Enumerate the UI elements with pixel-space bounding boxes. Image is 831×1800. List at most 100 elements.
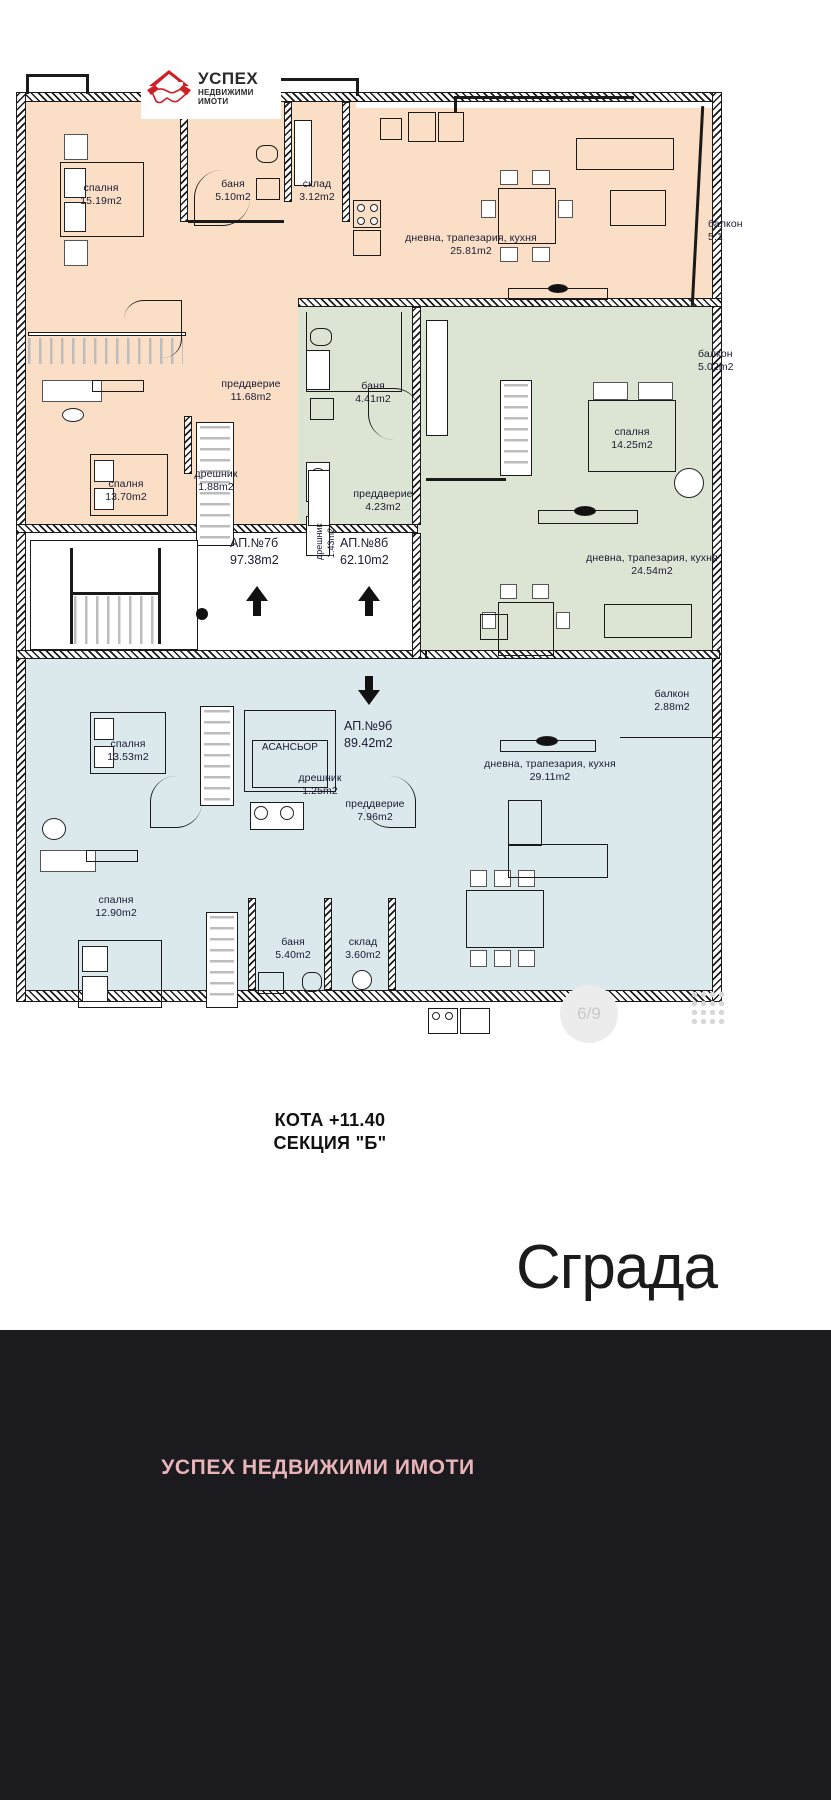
room-area: 5.02m2 — [698, 360, 734, 373]
arrow-down-9b[interactable] — [358, 690, 380, 705]
room-area: 15.19m2 — [80, 194, 122, 207]
room-area: 13.70m2 — [105, 490, 147, 503]
bed-1425-pillow-1 — [593, 382, 628, 400]
door-hall-796-b — [364, 776, 416, 828]
room-area: 5.1 — [708, 230, 723, 243]
kitchen-counter-1 — [353, 230, 381, 256]
wall-bath-540-left — [248, 898, 256, 990]
footer-bar — [0, 1330, 831, 1800]
bed-1290-pillow-1 — [82, 946, 108, 972]
bed-1353-pillow-1 — [94, 718, 114, 740]
bed-1370-pillow-1 — [94, 460, 114, 482]
zone-apartment-9b — [16, 658, 720, 998]
logo-text: УСПЕХ НЕДВИЖИМИ ИМОТИ — [198, 70, 258, 106]
building-heading: Сграда — [516, 1233, 718, 1302]
outline-step-a — [26, 74, 88, 77]
house-handshake-icon — [145, 68, 193, 108]
room-name: спалня — [98, 894, 134, 906]
chair-1d — [532, 247, 550, 262]
room-label-store-360: склад 3.60m2 — [330, 936, 396, 962]
arrow-stem-3 — [365, 676, 373, 694]
arrow-stem-2 — [365, 598, 373, 616]
floor-plan-canvas: спалня 15.19m2 баня 5.10m2 склад 3.12m2 — [8, 50, 743, 1302]
wall-bath-540-right — [324, 898, 332, 990]
bed-1353-frame — [90, 712, 166, 774]
room-label-bedroom-1353: спалня 13.53m2 — [68, 738, 188, 764]
wall-hall-423 — [426, 478, 506, 481]
chair-2d — [556, 612, 570, 629]
chair-2c — [482, 612, 496, 629]
room-label-wardrobe-143-area: 1.43m2 — [326, 527, 336, 558]
room-label-bath-510: баня 5.10m2 — [193, 178, 273, 204]
chair-1c — [500, 247, 518, 262]
room-label-bedroom-1425: спалня 14.25m2 — [570, 426, 694, 452]
room-name: баня — [221, 178, 245, 190]
tv-1 — [548, 284, 568, 293]
toilet-3 — [302, 972, 322, 992]
outline-step-g — [454, 96, 457, 112]
dining-table-3 — [466, 890, 544, 948]
room-area: 3.60m2 — [345, 948, 381, 961]
apartment-label-9b: АП.№9б 89.42m2 — [344, 718, 393, 752]
shaft-column-1 — [306, 350, 330, 390]
page-number-watermark: 6/9 — [560, 985, 618, 1043]
bed-1290-pillow-2 — [82, 976, 108, 1002]
wardrobe-9b-b-shelves — [210, 916, 234, 1004]
room-label-hall-1168: преддверие 11.68m2 — [186, 378, 316, 404]
wall-core-right — [412, 533, 421, 659]
hob-burner-3a — [432, 1012, 440, 1020]
room-area: 14.25m2 — [611, 438, 653, 451]
room-name: баня — [281, 936, 305, 948]
room-label-balcony-288: балкон 2.88m2 — [628, 688, 716, 714]
floor-plan-drawing: спалня 15.19m2 баня 5.10m2 склад 3.12m2 — [8, 50, 743, 1034]
dining-table-2 — [498, 602, 554, 656]
footer-brand-text: УСПЕХ НЕДВИЖИМИ ИМОТИ — [161, 1456, 475, 1479]
tv-1425 — [574, 506, 596, 516]
room-area: 25.81m2 — [450, 244, 492, 257]
apartment-number: АП.№7б — [230, 536, 279, 550]
apartment-area: 89.42m2 — [344, 735, 393, 750]
room-area: 5.10m2 — [215, 190, 251, 203]
apartment-number: АП.№9б — [344, 719, 393, 733]
room-name: спалня — [108, 478, 144, 490]
bed-1370-pillow-2 — [94, 488, 114, 510]
elevator-label: АСАНСЬОР — [261, 742, 319, 753]
room-name: спалня — [83, 182, 119, 194]
wall-bath-510-right — [284, 102, 292, 202]
side-table-1425 — [674, 468, 704, 498]
room-label-hall-423: преддверие 4.23m2 — [318, 488, 448, 514]
room-area: 13.53m2 — [107, 750, 149, 763]
plan-section-title: СЕКЦИЯ "Б" — [273, 1133, 387, 1153]
room-area: 24.54m2 — [631, 564, 673, 577]
hall-closet-1 — [28, 332, 186, 336]
tv-unit-1370 — [92, 380, 144, 392]
boiler-icon — [352, 970, 372, 990]
arrow-up-8b[interactable] — [358, 586, 380, 601]
wall-8b-9b-divider — [426, 650, 720, 659]
wall-bath-510-left — [180, 102, 188, 222]
bed-1290-frame — [78, 940, 162, 1008]
hob-burner-1d — [370, 217, 378, 225]
wall-bath-441-box — [306, 312, 402, 392]
stair-treads — [74, 596, 158, 644]
bed-1425-frame — [588, 400, 676, 472]
room-label-wardrobe-125: дрешник 1.25m2 — [280, 772, 360, 798]
chair-2a — [500, 584, 517, 599]
kitchen-unit-top-1 — [380, 118, 402, 140]
room-name: склад — [302, 178, 332, 190]
bed-1370-frame — [90, 454, 168, 516]
stair-flight-1 — [70, 548, 73, 644]
arrow-up-7b[interactable] — [246, 586, 268, 601]
room-name: дрешник — [194, 468, 238, 480]
logo-line-1: УСПЕХ — [198, 69, 259, 88]
company-logo: УСПЕХ НЕДВИЖИМИ ИМОТИ — [141, 57, 281, 119]
room-label-living-2454: дневна, трапезария, кухня 24.54m2 — [518, 552, 786, 578]
chair-3c — [518, 870, 535, 887]
kitchen-unit-top-2 — [438, 112, 464, 142]
room-label-bedroom-1370: спалня 13.70m2 — [66, 478, 186, 504]
kitchen-hob-1 — [353, 200, 381, 228]
sofa-3-chaise — [508, 800, 542, 846]
room-name: балкон — [698, 348, 733, 360]
room-label-balcony-51: балкон 5.1 — [708, 218, 768, 244]
room-name: дневна, трапезария, кухня — [586, 552, 718, 564]
